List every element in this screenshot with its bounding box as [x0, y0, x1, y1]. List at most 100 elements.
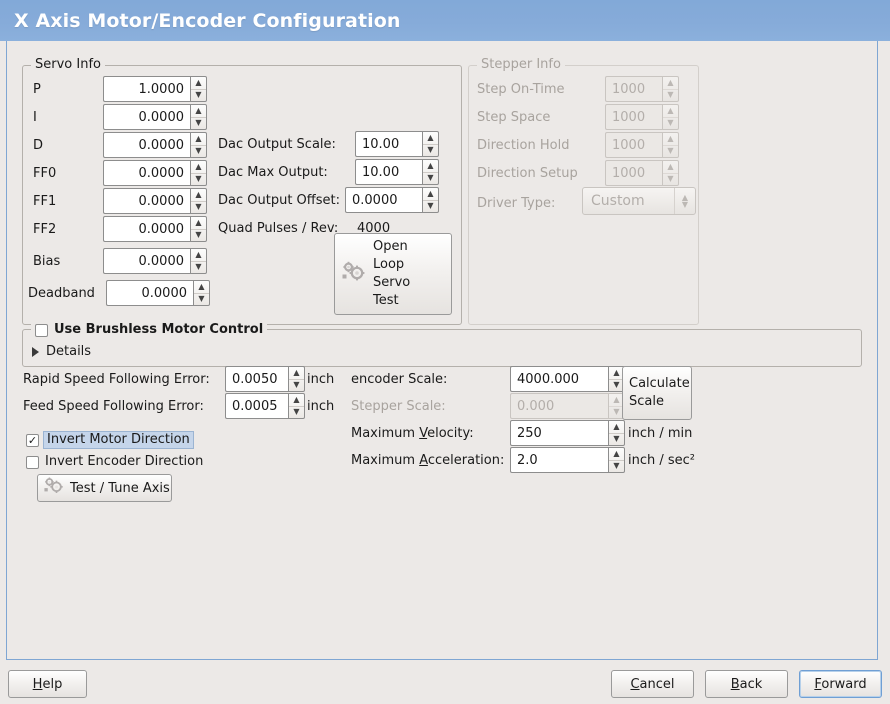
- servo-input-d-value[interactable]: 0.0000: [103, 132, 190, 158]
- servo-input-ff2-value[interactable]: 0.0000: [103, 216, 190, 242]
- spinner-up-icon[interactable]: ▲: [191, 249, 206, 262]
- servo-input-ff2-spinner[interactable]: ▲ ▼: [190, 216, 207, 242]
- servo-input-p[interactable]: 1.0000 ▲ ▼: [103, 76, 207, 102]
- servo-input-ff1[interactable]: 0.0000 ▲ ▼: [103, 188, 207, 214]
- servo-input-p-spinner[interactable]: ▲ ▼: [190, 76, 207, 102]
- servo-input-bias-value[interactable]: 0.0000: [103, 248, 190, 274]
- spinner-down-icon[interactable]: ▼: [195, 118, 202, 128]
- test-tune-axis-button[interactable]: Test / Tune Axis: [37, 474, 172, 502]
- spinner-down-icon[interactable]: ▼: [195, 146, 202, 156]
- spinner-up-icon[interactable]: ▲: [191, 217, 206, 230]
- spinner-down-icon[interactable]: ▼: [613, 380, 620, 390]
- servo-input-ff0[interactable]: 0.0000 ▲ ▼: [103, 160, 207, 186]
- servo-input-ff2[interactable]: 0.0000 ▲ ▼: [103, 216, 207, 242]
- dac-max-output-value[interactable]: 10.00: [355, 159, 422, 185]
- encoder-scale-input[interactable]: 4000.000 ▲ ▼: [510, 366, 625, 392]
- servo-input-bias[interactable]: 0.0000 ▲ ▼: [103, 248, 207, 274]
- spinner-up-icon[interactable]: ▲: [194, 281, 209, 294]
- rapid-speed-following-error-value[interactable]: 0.0050: [225, 366, 288, 392]
- calculate-scale-button[interactable]: Calculate Scale: [622, 366, 692, 420]
- servo-input-i-value[interactable]: 0.0000: [103, 104, 190, 130]
- spinner-down-icon[interactable]: ▼: [427, 145, 434, 155]
- spinner-down-icon[interactable]: ▼: [613, 461, 620, 471]
- spinner-down-icon[interactable]: ▼: [195, 202, 202, 212]
- spinner-up-icon[interactable]: ▲: [609, 421, 624, 434]
- spinner-up-icon[interactable]: ▲: [191, 133, 206, 146]
- servo-input-i[interactable]: 0.0000 ▲ ▼: [103, 104, 207, 130]
- servo-input-deadband[interactable]: 0.0000 ▲ ▼: [106, 280, 210, 306]
- dac-output-scale-input[interactable]: 10.00 ▲ ▼: [355, 131, 439, 157]
- feed-speed-following-error-label: Feed Speed Following Error:: [23, 399, 204, 414]
- servo-input-ff1-value[interactable]: 0.0000: [103, 188, 190, 214]
- rapid-speed-following-error-input[interactable]: 0.0050 ▲ ▼: [225, 366, 305, 392]
- use-brushless-motor-control-checkbox[interactable]: Use Brushless Motor Control: [31, 322, 268, 338]
- spinner-up-icon[interactable]: ▲: [423, 188, 438, 201]
- servo-input-deadband-value[interactable]: 0.0000: [106, 280, 193, 306]
- spinner-up-icon[interactable]: ▲: [289, 394, 304, 407]
- spinner-down-icon[interactable]: ▼: [195, 230, 202, 240]
- dac-max-output-label: Dac Max Output:: [218, 165, 328, 180]
- spinner-down-icon[interactable]: ▼: [198, 294, 205, 304]
- spinner-down-icon[interactable]: ▼: [427, 201, 434, 211]
- spinner-up-icon[interactable]: ▲: [289, 367, 304, 380]
- rapid-speed-spinner[interactable]: ▲ ▼: [288, 366, 305, 392]
- spinner-down-icon[interactable]: ▼: [195, 174, 202, 184]
- servo-input-ff0-value[interactable]: 0.0000: [103, 160, 190, 186]
- details-disclosure[interactable]: Details: [31, 344, 91, 359]
- feed-speed-following-error-value[interactable]: 0.0005: [225, 393, 288, 419]
- dac-output-offset-value[interactable]: 0.0000: [345, 187, 422, 213]
- open-loop-servo-test-button[interactable]: Open Loop Servo Test: [334, 233, 452, 315]
- back-button[interactable]: Back: [705, 670, 788, 698]
- spinner-down-icon[interactable]: ▼: [427, 173, 434, 183]
- servo-input-bias-spinner[interactable]: ▲ ▼: [190, 248, 207, 274]
- feed-speed-following-error-input[interactable]: 0.0005 ▲ ▼: [225, 393, 305, 419]
- direction-hold-label: Direction Hold: [477, 138, 570, 153]
- dac-output-offset-input[interactable]: 0.0000 ▲ ▼: [345, 187, 439, 213]
- spinner-up-icon[interactable]: ▲: [191, 189, 206, 202]
- maximum-acceleration-spinner[interactable]: ▲ ▼: [608, 447, 625, 473]
- invert-motor-direction-checkbox[interactable]: ✓ Invert Motor Direction: [26, 431, 194, 449]
- servo-input-deadband-spinner[interactable]: ▲ ▼: [193, 280, 210, 306]
- servo-input-ff1-spinner[interactable]: ▲ ▼: [190, 188, 207, 214]
- checkbox-box-checked[interactable]: ✓: [26, 433, 39, 447]
- window-title: X Axis Motor/Encoder Configuration: [14, 9, 401, 32]
- spinner-up-icon[interactable]: ▲: [191, 77, 206, 90]
- invert-encoder-direction-checkbox[interactable]: Invert Encoder Direction: [26, 454, 203, 470]
- servo-input-ff0-spinner[interactable]: ▲ ▼: [190, 160, 207, 186]
- servo-input-d[interactable]: 0.0000 ▲ ▼: [103, 132, 207, 158]
- spinner-up-icon[interactable]: ▲: [191, 105, 206, 118]
- forward-button[interactable]: Forward: [799, 670, 882, 698]
- spinner-up-icon[interactable]: ▲: [609, 448, 624, 461]
- encoder-scale-spinner[interactable]: ▲ ▼: [608, 366, 625, 392]
- dac-output-scale-spinner[interactable]: ▲ ▼: [422, 131, 439, 157]
- maximum-acceleration-input[interactable]: 2.0 ▲ ▼: [510, 447, 625, 473]
- brushless-group: [22, 329, 862, 367]
- dac-max-output-input[interactable]: 10.00 ▲ ▼: [355, 159, 439, 185]
- servo-input-d-spinner[interactable]: ▲ ▼: [190, 132, 207, 158]
- help-button[interactable]: Help: [8, 670, 87, 698]
- servo-input-p-value[interactable]: 1.0000: [103, 76, 190, 102]
- maximum-velocity-spinner[interactable]: ▲ ▼: [608, 420, 625, 446]
- spinner-up-icon[interactable]: ▲: [191, 161, 206, 174]
- dac-output-offset-spinner[interactable]: ▲ ▼: [422, 187, 439, 213]
- maximum-velocity-value[interactable]: 250: [510, 420, 608, 446]
- cancel-button[interactable]: Cancel: [611, 670, 694, 698]
- spinner-down-icon[interactable]: ▼: [195, 262, 202, 272]
- spinner-down-icon[interactable]: ▼: [613, 434, 620, 444]
- spinner-up-icon[interactable]: ▲: [423, 132, 438, 145]
- checkbox-box[interactable]: [35, 323, 48, 337]
- spinner-down-icon[interactable]: ▼: [195, 90, 202, 100]
- spinner-down-icon[interactable]: ▼: [293, 407, 300, 417]
- dac-max-output-spinner[interactable]: ▲ ▼: [422, 159, 439, 185]
- maximum-acceleration-value[interactable]: 2.0: [510, 447, 608, 473]
- maximum-velocity-input[interactable]: 250 ▲ ▼: [510, 420, 625, 446]
- triangle-right-icon[interactable]: [32, 346, 39, 357]
- servo-input-i-spinner[interactable]: ▲ ▼: [190, 104, 207, 130]
- spinner-up-icon[interactable]: ▲: [423, 160, 438, 173]
- spinner-up-icon[interactable]: ▲: [609, 367, 624, 380]
- spinner-down-icon[interactable]: ▼: [293, 380, 300, 390]
- checkbox-box[interactable]: [26, 455, 39, 469]
- feed-speed-spinner[interactable]: ▲ ▼: [288, 393, 305, 419]
- encoder-scale-value[interactable]: 4000.000: [510, 366, 608, 392]
- dac-output-scale-value[interactable]: 10.00: [355, 131, 422, 157]
